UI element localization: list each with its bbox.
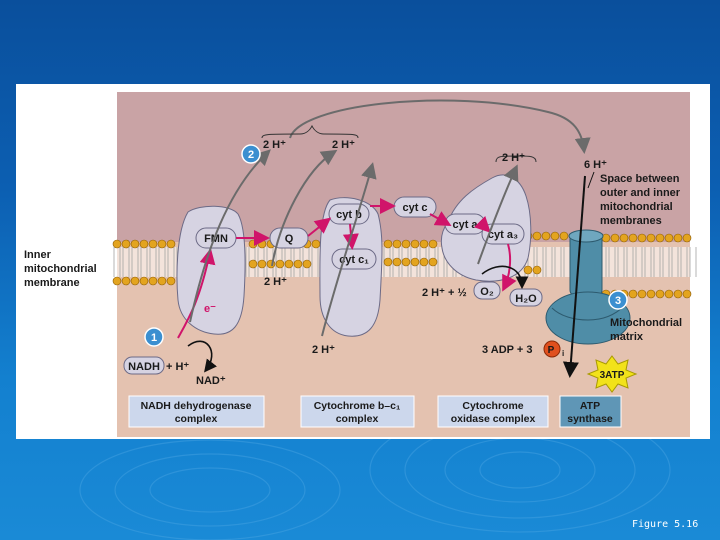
svg-text:3: 3 (615, 295, 621, 307)
cyt-b-pill: cyt b (328, 203, 370, 225)
svg-text:1: 1 (151, 332, 157, 344)
svg-text:cyt c₁: cyt c₁ (339, 254, 369, 266)
cyt-a3-pill: cyt a₃ (481, 223, 525, 245)
nadh-pill: NADH (123, 356, 165, 375)
cyt-c1-pill: cyt c₁ (331, 248, 377, 270)
svg-text:cyt c: cyt c (402, 202, 427, 214)
atp-burst: 3ATP (586, 355, 638, 393)
top-bracket-left (261, 124, 537, 163)
nadh-dehydrogenase-protein (176, 205, 246, 335)
phosphate-circle: P i (543, 340, 564, 358)
svg-text:NADH dehydrogenase: NADH dehydrogenase (141, 400, 252, 412)
matrix-h-label: 2 H⁺ (312, 344, 335, 356)
oxygen-to-water-arrow (481, 265, 529, 290)
matrix-label: Mitochondrial matrix (610, 317, 682, 343)
step-1-marker: 1 (144, 327, 164, 347)
svg-text:FMN: FMN (204, 233, 228, 245)
svg-text:i: i (562, 349, 564, 358)
nadh-dehydrogenase-box: NADH dehydrogenase complex (128, 395, 265, 428)
top-h-right-label: 2 H⁺ (502, 152, 525, 164)
svg-text:NADH: NADH (128, 361, 160, 373)
svg-text:Q: Q (285, 233, 294, 245)
cytochrome-bc1-box: Cytochrome b–c₁ complex (300, 395, 415, 428)
svg-text:H₂O: H₂O (515, 293, 537, 305)
cytochrome-oxidase-box: Cytochrome oxidase complex (437, 395, 549, 428)
top-h-mid-label: 2 H⁺ (332, 139, 355, 151)
synthase-proton-arrow (562, 175, 586, 378)
step-2-marker: 2 (241, 144, 261, 164)
six-h-label: 6 H⁺ (584, 159, 607, 171)
svg-text:cyt a₃: cyt a₃ (488, 229, 518, 241)
oxygen-equation: 2 H⁺ + ½ (422, 287, 467, 299)
svg-text:O₂: O₂ (480, 286, 494, 298)
svg-text:3ATP: 3ATP (600, 370, 625, 381)
lower-h-label: 2 H⁺ (264, 276, 287, 288)
nadh-to-nad-arrow (187, 340, 217, 373)
o2-pill: O₂ (473, 281, 501, 300)
nad-label: NAD⁺ (196, 375, 226, 387)
svg-text:2: 2 (248, 149, 254, 161)
svg-text:Space between: Space between (600, 173, 680, 185)
cyt-a-pill: cyt a (444, 213, 486, 235)
top-h-left-label: 2 H⁺ (263, 139, 286, 151)
svg-text:synthase: synthase (567, 413, 613, 425)
svg-text:Cytochrome: Cytochrome (462, 400, 523, 412)
svg-text:Inner: Inner (24, 249, 52, 261)
electron-flow-arrows (177, 198, 517, 339)
svg-text:P: P (548, 345, 555, 356)
adp-label: 3 ADP + 3 (482, 344, 532, 356)
proton-pump-arrows (189, 99, 591, 337)
lipid-heads-bottom (112, 257, 692, 299)
svg-text:membrane: membrane (24, 277, 80, 289)
svg-text:Mitochondrial: Mitochondrial (610, 317, 682, 329)
atp-synthase-box: ATP synthase (559, 395, 622, 428)
svg-text:mitochondrial: mitochondrial (600, 201, 673, 213)
svg-text:ATP: ATP (580, 400, 600, 412)
intermembrane-space-label: Space between outer and inner mitochondr… (600, 173, 681, 227)
inner-membrane-label: Inner mitochondrial membrane (24, 249, 97, 289)
svg-text:oxidase complex: oxidase complex (451, 413, 536, 425)
svg-text:outer and inner: outer and inner (600, 187, 681, 199)
electron-label: e⁻ (204, 303, 216, 315)
svg-text:cyt a: cyt a (452, 219, 478, 231)
svg-text:complex: complex (336, 413, 379, 425)
step-3-marker: 3 (608, 290, 628, 310)
cyt-c-pill: cyt c (393, 196, 437, 218)
h2o-pill: H₂O (509, 288, 543, 307)
svg-text:matrix: matrix (610, 331, 644, 343)
svg-text:Cytochrome b–c₁: Cytochrome b–c₁ (314, 400, 401, 412)
svg-text:membranes: membranes (600, 215, 662, 227)
svg-text:mitochondrial: mitochondrial (24, 263, 97, 275)
svg-text:complex: complex (175, 413, 218, 425)
six-h-pointer (587, 171, 595, 189)
fmn-pill: FMN (195, 227, 237, 249)
nadh-plus-h: + H⁺ (166, 361, 189, 373)
figure-caption: Figure 5.16 (632, 519, 699, 530)
